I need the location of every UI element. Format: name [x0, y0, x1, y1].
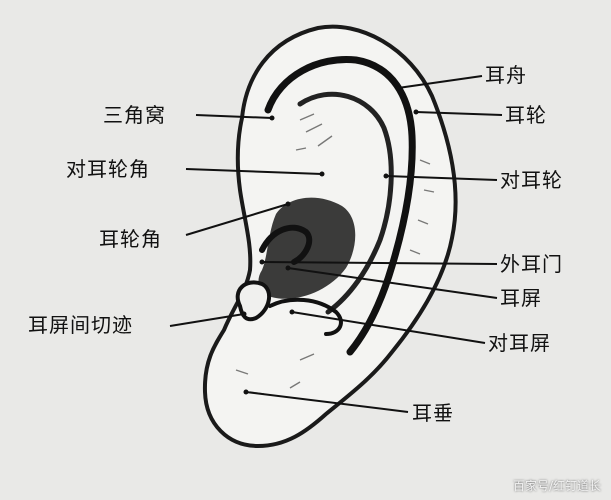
leader-antihelix-crus: [185, 168, 323, 175]
leader-external-ear-canal: [261, 261, 498, 265]
label-lobule: 耳垂: [412, 401, 454, 425]
label-external-ear-canal: 外耳门: [500, 252, 563, 276]
helix-crus: [259, 224, 313, 265]
leader-scapha: [397, 75, 483, 89]
antitragus-shape: [268, 297, 343, 336]
label-helix-crus: 耳轮角: [99, 227, 162, 251]
tragus-shape: [235, 280, 272, 322]
leader-helix-crus: [185, 203, 289, 236]
leader-antihelix: [385, 175, 498, 181]
watermark: 百家号/红钉道长: [512, 479, 601, 493]
label-scapha: 耳舟: [485, 63, 527, 87]
anchor-dots: [241, 85, 419, 395]
leader-tragus: [287, 267, 498, 299]
leader-triangular-fossa: [195, 114, 273, 119]
label-intertragic-notch: 耳屏间切迹: [28, 313, 133, 337]
label-antitragus: 对耳屏: [488, 331, 551, 355]
shading-strokes: [235, 113, 435, 395]
leader-intertragic-notch: [169, 313, 245, 327]
leader-antitragus: [291, 311, 486, 344]
leader-lines: [169, 75, 503, 413]
leader-lobule: [245, 391, 409, 413]
label-tragus: 耳屏: [500, 286, 542, 310]
helix-inner-rim: [264, 56, 416, 356]
label-antihelix: 对耳轮: [500, 168, 563, 192]
leader-helix: [415, 111, 503, 116]
label-triangular-fossa: 三角窝: [103, 103, 166, 127]
label-helix: 耳轮: [505, 103, 547, 127]
label-antihelix-crus: 对耳轮角: [66, 157, 150, 181]
